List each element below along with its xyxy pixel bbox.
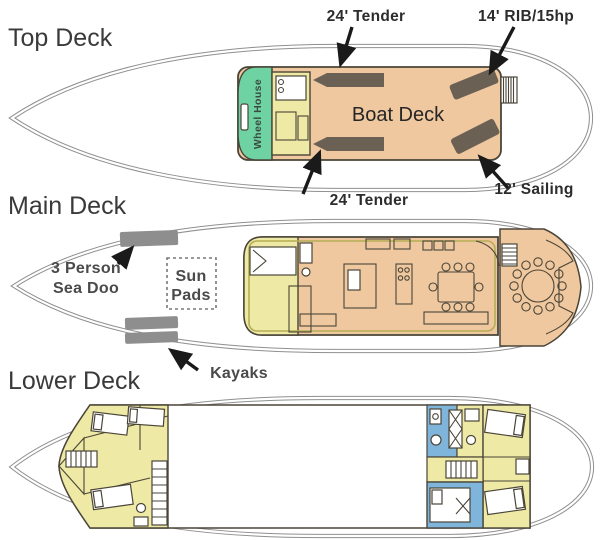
rib-shape: [449, 68, 499, 100]
lower-deck-title: Lower Deck: [8, 367, 140, 395]
door-strip: [448, 409, 463, 449]
sailing-arrow: [477, 154, 510, 190]
toilet: [135, 502, 147, 514]
aft-round-table: [509, 257, 567, 315]
forward-cabins: [58, 404, 169, 529]
sea-doo-label-line2: Sea Doo: [53, 280, 119, 297]
ladder: [151, 460, 168, 526]
sink: [429, 408, 442, 425]
stairs: [445, 460, 478, 479]
sun-pads-box: [166, 257, 217, 310]
sailing-label: 12' Sailing: [494, 181, 573, 198]
toilet: [430, 434, 442, 446]
main-deck-ladder: [501, 243, 518, 267]
sun-pads-label-line2: Pads: [171, 287, 210, 304]
tender-top-label: 24' Tender: [327, 8, 406, 25]
aft-deck: [499, 228, 582, 347]
wheel-house-label: Wheel House: [252, 79, 264, 149]
bed: [90, 411, 130, 436]
kayaks-label: Kayaks: [210, 365, 268, 382]
top-deck-section: Top Deck Wheel House Boat Deck: [8, 8, 594, 209]
kayaks-arrow: [167, 347, 200, 372]
sink: [464, 408, 480, 422]
main-deck-section: Main Deck: [8, 192, 594, 354]
kayak-shape-1: [124, 316, 179, 330]
bed: [483, 408, 527, 439]
sea-doo-arrow: [111, 245, 135, 270]
captain-cabin: [271, 71, 311, 156]
door-arc: [475, 240, 500, 267]
bed: [249, 246, 297, 276]
lower-deck-section: Lower Deck: [8, 367, 595, 539]
bed: [483, 485, 527, 516]
tender-top-arrow: [336, 26, 357, 68]
main-deck-title: Main Deck: [8, 192, 127, 220]
sailing-dinghy-shape: [451, 119, 500, 154]
bed: [429, 487, 471, 523]
toilet: [465, 434, 477, 446]
tender-bottom-label: 24' Tender: [330, 192, 409, 209]
boat-deck-label: Boat Deck: [352, 104, 445, 126]
stairs: [65, 450, 98, 468]
tender-bottom-arrow: [301, 149, 322, 195]
sea-doo-label-line1: 3 Person: [51, 260, 121, 277]
sea-doo-shape: [119, 230, 179, 247]
wheelhouse-console: [240, 103, 249, 131]
wheel-house: [237, 66, 273, 161]
rib-arrow: [488, 26, 516, 76]
cabin-inner-wall: [248, 240, 496, 332]
bed: [90, 483, 134, 511]
dining-table: [428, 262, 484, 312]
settee: [423, 311, 489, 325]
aft-cabins: [426, 404, 531, 529]
main-cabin-furniture: [249, 238, 518, 333]
tender-top-shape: [313, 73, 384, 87]
nightstand: [515, 458, 530, 475]
sun-pads-label-line1: Sun: [175, 268, 206, 285]
bed: [126, 406, 166, 427]
rib-label: 14' RIB/15hp: [478, 8, 574, 25]
top-deck-title: Top Deck: [8, 24, 113, 52]
sink: [133, 516, 149, 527]
kayak-shape-2: [124, 331, 179, 344]
tender-bottom-shape: [313, 137, 384, 151]
top-deck-ladder: [500, 76, 518, 104]
galley-stove: [395, 263, 413, 305]
galley-island: [343, 263, 377, 309]
